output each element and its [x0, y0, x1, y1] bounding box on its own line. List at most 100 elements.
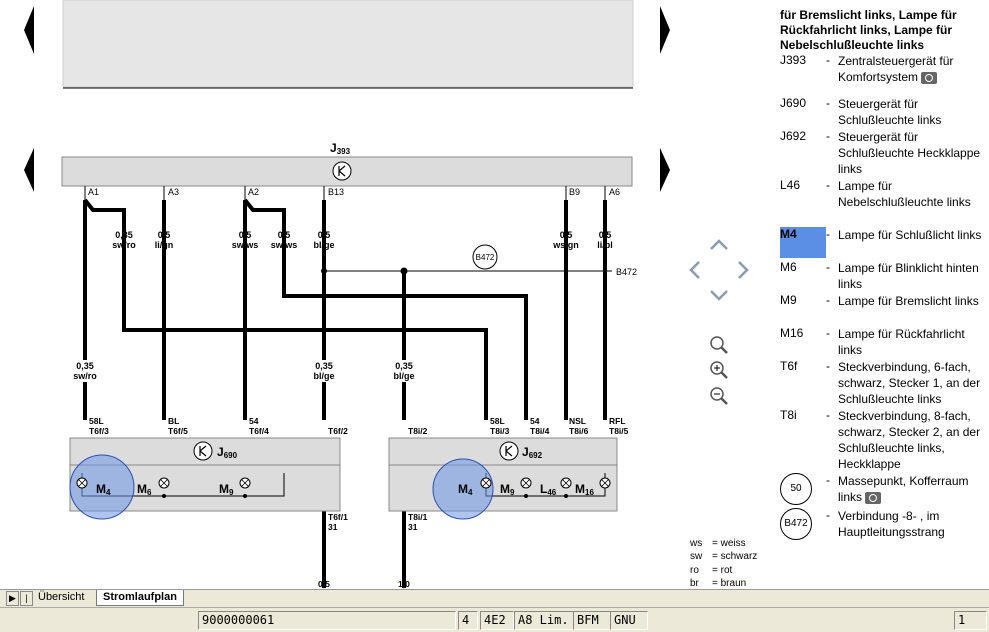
svg-text:0,5: 0,5 — [599, 230, 612, 240]
status-field-1: 4 — [458, 611, 478, 630]
svg-text:T6f/4: T6f/4 — [249, 426, 269, 436]
legend-dash: - — [826, 227, 830, 241]
legend-code[interactable]: J690 — [780, 96, 807, 110]
pan-up-icon — [710, 239, 728, 250]
svg-text:bl/ge: bl/ge — [313, 240, 334, 250]
j393-label: J393 — [330, 141, 351, 156]
legend-description: Massepunkt, Kofferraum links — [838, 474, 969, 504]
status-field-5: GNU — [610, 611, 648, 630]
svg-text:T6f/3: T6f/3 — [89, 426, 109, 436]
legend-description: Verbindung -8- , im Hauptleitungsstrang — [838, 509, 945, 539]
legend-description: Lampe für Schlußlicht links — [838, 228, 982, 242]
svg-text:T8i/3: T8i/3 — [490, 426, 510, 436]
svg-text:0,5: 0,5 — [239, 230, 252, 240]
svg-text:li/gn: li/gn — [155, 240, 174, 250]
svg-text:0,5: 0,5 — [318, 579, 330, 589]
legend-code[interactable]: T8i — [780, 408, 797, 422]
legend-code-selected[interactable]: M4 — [780, 227, 826, 258]
legend-code[interactable]: T6f — [780, 359, 798, 373]
svg-text:M16: M16 — [575, 482, 594, 497]
svg-text:sw/ws: sw/ws — [271, 240, 298, 250]
status-bar: 9000000061 4 4E2 A8 Lim. BFM GNU 1 — [0, 607, 989, 632]
svg-text:M9: M9 — [219, 482, 234, 497]
abbreviation-entry: sw= schwarz — [690, 551, 758, 562]
zoom-out-icon[interactable] — [710, 387, 728, 405]
svg-text:T8i/5: T8i/5 — [609, 426, 629, 436]
svg-text:RFL: RFL — [609, 416, 626, 426]
svg-text:T8i/2: T8i/2 — [408, 426, 428, 436]
svg-text:M4: M4 — [458, 482, 473, 497]
next-section-arrow-icon[interactable] — [660, 148, 670, 192]
svg-text:T6f/1: T6f/1 — [328, 512, 348, 522]
svg-text:M6: M6 — [137, 482, 152, 497]
legend-code[interactable]: J692 — [780, 129, 807, 143]
legend-dash: - — [826, 53, 830, 67]
m4-highlight-left — [69, 454, 135, 520]
sheet-tabs-bar: ▶ | Übersicht Stromlaufplan — [0, 589, 989, 607]
pan-down-icon — [710, 290, 728, 301]
j690-label: J690 — [217, 445, 238, 460]
tab-uebersicht[interactable]: Übersicht — [38, 591, 85, 603]
legend-description: Steckverbindung, 6-fach, schwarz, Stecke… — [838, 360, 981, 406]
abbreviation-entry: br= braun — [690, 578, 747, 589]
svg-text:0,5: 0,5 — [560, 230, 573, 240]
b472-junction-marker[interactable] — [472, 244, 498, 270]
legend-code[interactable]: M9 — [780, 293, 797, 307]
legend-description: Lampe für Nebelschlußleuchte links — [838, 179, 971, 209]
legend-symbol-circle[interactable]: B472 — [780, 508, 812, 540]
next-page-arrow-icon[interactable] — [660, 6, 670, 54]
legend-dash: - — [826, 260, 830, 274]
legend-dash: - — [826, 408, 830, 422]
camera-icon[interactable] — [865, 491, 882, 504]
prev-page-arrow-icon[interactable] — [24, 6, 34, 54]
abbreviation-entry: ro= rot — [690, 565, 733, 576]
svg-text:0,35: 0,35 — [395, 361, 413, 371]
svg-text:58L: 58L — [89, 416, 104, 426]
svg-text:bl/ge: bl/ge — [393, 371, 414, 381]
zoom-fit-icon[interactable] — [710, 336, 728, 354]
camera-icon[interactable] — [921, 71, 938, 84]
legend-dash: - — [826, 178, 830, 192]
svg-text:T8i/4: T8i/4 — [530, 426, 550, 436]
svg-text:58L: 58L — [490, 416, 505, 426]
status-field-3: A8 Lim. — [514, 611, 574, 630]
pin-a2: A2 — [248, 187, 259, 197]
svg-text:31: 31 — [408, 522, 418, 532]
legend-code[interactable]: J393 — [780, 53, 807, 67]
svg-text:0,5: 0,5 — [158, 230, 171, 240]
legend-description: Lampe für Blinklicht hinten links — [838, 261, 979, 291]
tab-stromlaufplan[interactable]: Stromlaufplan — [96, 590, 184, 606]
legend-code[interactable]: M16 — [780, 326, 804, 340]
pan-controls[interactable] — [689, 239, 749, 301]
tab-scroll-end-icon[interactable]: | — [20, 591, 33, 606]
svg-text:T6f/5: T6f/5 — [168, 426, 188, 436]
pin-a1: A1 — [88, 187, 99, 197]
legend-code[interactable]: M6 — [780, 260, 797, 274]
svg-text:sw/ws: sw/ws — [232, 240, 259, 250]
previous-section-box — [62, 0, 634, 88]
svg-text:NSL: NSL — [569, 416, 586, 426]
b472-line-label: B472 — [616, 267, 637, 277]
pin-a6: A6 — [609, 187, 620, 197]
svg-text:0,35: 0,35 — [76, 361, 94, 371]
legend-dash: - — [826, 473, 830, 487]
status-page-number: 1 — [954, 611, 987, 630]
tab-scroll-right-icon[interactable]: ▶ — [6, 591, 19, 606]
prev-section-arrow-icon[interactable] — [24, 148, 34, 192]
svg-text:54: 54 — [249, 416, 259, 426]
pan-right-icon — [738, 261, 749, 279]
legend-symbol-circle[interactable]: 50 — [780, 473, 812, 505]
zoom-in-icon[interactable] — [710, 361, 728, 379]
status-document-id: 9000000061 — [198, 611, 456, 630]
svg-text:ws/gn: ws/gn — [552, 240, 579, 250]
svg-text:li/bl: li/bl — [597, 240, 613, 250]
status-field-2: 4E2 — [480, 611, 514, 630]
m4-highlight-right — [432, 458, 494, 520]
pan-left-icon — [689, 261, 700, 279]
legend-code[interactable]: L46 — [780, 178, 801, 192]
legend-description: Lampe für Bremslicht links — [838, 294, 979, 308]
legend-description: Lampe für Rückfahrlicht links — [838, 327, 965, 357]
pin-a3: A3 — [168, 187, 179, 197]
svg-text:0,5: 0,5 — [318, 230, 331, 240]
svg-text:sw/ro: sw/ro — [73, 371, 97, 381]
